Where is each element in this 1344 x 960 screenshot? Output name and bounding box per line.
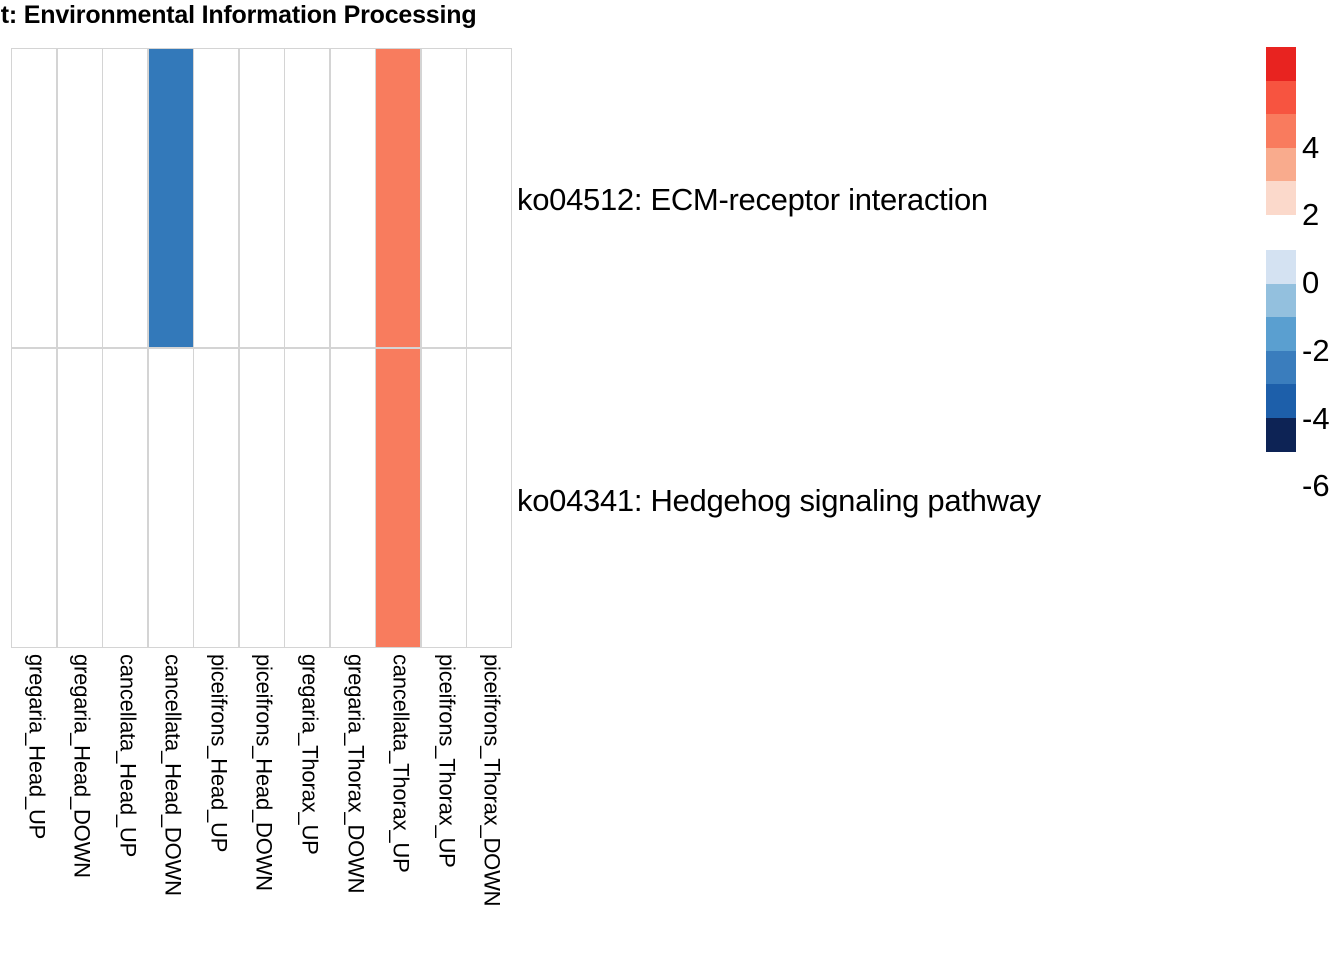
heatmap-cell [194, 348, 238, 647]
colorbar-band-positive [1266, 47, 1296, 81]
heatmap-column-label: piceifrons_Head_DOWN [252, 654, 278, 891]
colorbar-tick-label: -2 [1302, 333, 1330, 368]
heatmap-cell [239, 348, 284, 647]
heatmap-column-label: gregaria_Head_DOWN [69, 654, 95, 878]
column-label-slot: piceifrons_Head_DOWN [239, 648, 285, 958]
colorbar-tick-label: -6 [1302, 468, 1330, 503]
heatmap-column-label: cancellata_Thorax_UP [388, 654, 414, 873]
heatmap-column-label: piceifrons_Head_UP [206, 654, 232, 853]
heatmap-column-label: cancellata_Head_DOWN [160, 654, 186, 896]
heatmap-cell [57, 348, 102, 647]
heatmap-column-label: gregaria_Thorax_DOWN [343, 654, 369, 894]
heatmap-column-label: cancellata_Head_UP [115, 654, 141, 858]
colorbar-band-negative [1266, 417, 1296, 452]
heatmap-cell [330, 348, 375, 647]
page-title: ment: Environmental Information Processi… [0, 1, 477, 29]
colorbar-band-negative [1266, 283, 1296, 318]
column-label-slot: cancellata_Head_UP [102, 648, 148, 958]
colorbar-tick-label: 4 [1302, 130, 1320, 165]
heatmap-column-label: gregaria_Head_UP [24, 654, 50, 840]
colorbar-tick-label: 0 [1302, 265, 1320, 300]
colorbar-legend: 4 2 0 -2 -4 -6 [1266, 47, 1330, 501]
colorbar-tick-label: -4 [1302, 401, 1330, 436]
heatmap-cell [467, 49, 511, 348]
heatmap-cell [148, 348, 193, 647]
heatmap-cell [376, 348, 420, 647]
heatmap-cell [194, 49, 238, 348]
colorbar-band-negative [1266, 249, 1296, 284]
column-label-slot: piceifrons_Head_UP [193, 648, 239, 958]
heatmap-cell [285, 49, 329, 348]
colorbar-band-negative [1266, 317, 1296, 351]
heatmap-cell [103, 49, 147, 348]
heatmap-cell [148, 49, 193, 348]
column-label-slot: cancellata_Head_DOWN [148, 648, 194, 958]
colorbar-band-positive [1266, 147, 1296, 182]
heatmap-cell [330, 49, 375, 348]
heatmap-row-label-ko04512: ko04512: ECM-receptor interaction [517, 182, 988, 217]
heatmap-column-axis: gregaria_Head_UP gregaria_Head_DOWN cancel… [11, 648, 512, 958]
heatmap-cell [12, 348, 56, 647]
heatmap-cell [57, 49, 102, 348]
colorbar-band-positive [1266, 80, 1296, 115]
colorbar-tick-label: 2 [1302, 197, 1320, 232]
colorbar-band-positive [1266, 181, 1296, 215]
colorbar-band-positive [1266, 114, 1296, 148]
heatmap-cell [421, 348, 466, 647]
heatmap-column-label: piceifrons_Thorax_DOWN [479, 654, 505, 907]
column-label-slot: cancellata_Thorax_UP [375, 648, 421, 958]
column-label-slot: piceifrons_Thorax_UP [421, 648, 467, 958]
heatmap-cell [421, 49, 466, 348]
heatmap-cell [12, 49, 56, 348]
column-label-slot: gregaria_Head_UP [11, 648, 57, 958]
column-label-slot: gregaria_Head_DOWN [57, 648, 103, 958]
heatmap-cell [376, 49, 420, 348]
column-label-slot: gregaria_Thorax_DOWN [330, 648, 376, 958]
column-label-slot: gregaria_Thorax_UP [284, 648, 330, 958]
heatmap-cell [467, 348, 511, 647]
heatmap-cell [285, 348, 329, 647]
heatmap-column-label: gregaria_Thorax_UP [297, 654, 323, 855]
column-label-slot: piceifrons_Thorax_DOWN [466, 648, 512, 958]
colorbar-band-negative [1266, 384, 1296, 418]
colorbar-band-negative [1266, 350, 1296, 385]
heatmap-row-label-ko04341: ko04341: Hedgehog signaling pathway [517, 483, 1041, 518]
heatmap-cell [239, 49, 284, 348]
heatmap-grid [11, 48, 512, 648]
heatmap-column-label: piceifrons_Thorax_UP [434, 654, 460, 868]
heatmap-cell [103, 348, 147, 647]
colorbar-zero-gap [1266, 214, 1296, 250]
